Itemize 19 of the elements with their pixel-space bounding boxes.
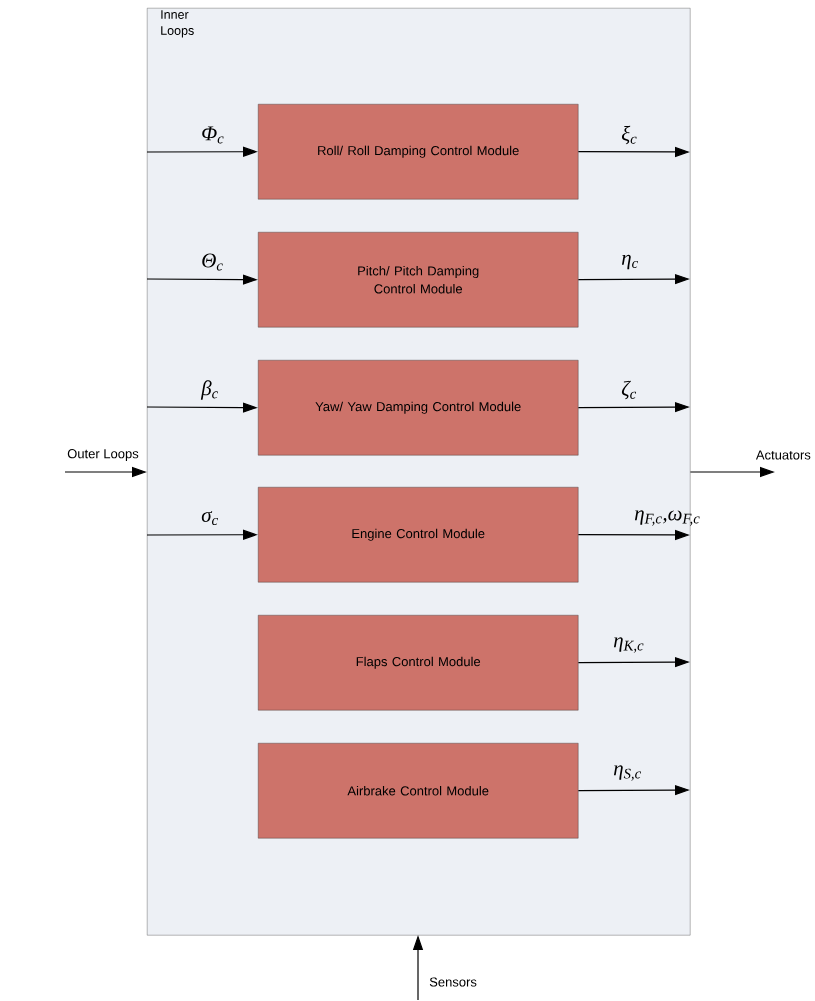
edge-label: η$_{S,c}$ (613, 765, 641, 781)
edge-label: η$_{K,c}$ (613, 637, 644, 653)
edge-label: ζ$_{c}$ (621, 380, 637, 400)
module-box: Yaw/ Yaw Damping Control Module (258, 360, 579, 456)
edge-label: ξ$_{c}$ (621, 125, 637, 145)
edge-label: Sensors (429, 977, 477, 987)
module-box: Roll/ Roll Damping Control Module (258, 104, 579, 200)
edge-label: Outer Loops (67, 449, 139, 461)
module-box: Airbrake Control Module (258, 743, 579, 839)
edge-label: σ$_{c}$ (201, 510, 218, 526)
module-box: Flaps Control Module (258, 615, 579, 711)
module-box: Pitch/ Pitch Damping Control Module (258, 232, 579, 328)
edge-label: Φ$_{c}$ (202, 126, 224, 144)
edge-label: η$_{c}$ (621, 254, 638, 270)
module-box: Engine Control Module (258, 487, 579, 583)
edge-label: Actuators (755, 450, 811, 460)
edge-label: β$_{c}$ (200, 380, 219, 400)
edge-label: Θ$_{c}$ (202, 253, 223, 271)
edge-label: η$_{F,c}$,ω$_{F,c}$ (634, 510, 700, 526)
